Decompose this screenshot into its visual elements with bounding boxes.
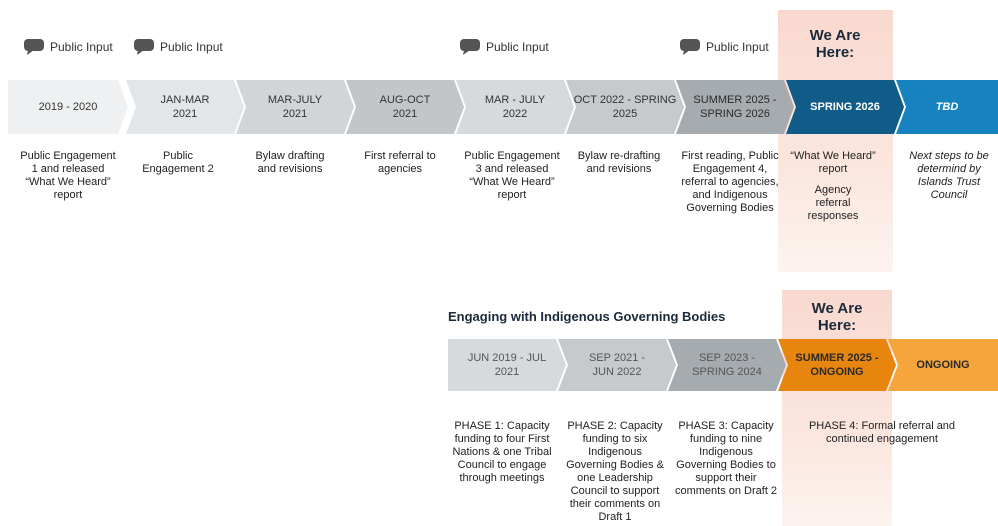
timeline-stage-mar-july-2022: MAR - JULY 2022 — [456, 80, 574, 134]
we-are-here-label-top: We Are Here: — [809, 27, 861, 61]
timeline-stage-2019-2020: 2019 - 2020 — [8, 80, 128, 134]
timeline-stage-spring-2026: SPRING 2026 — [786, 80, 904, 134]
stage-period: SEP 2021 - JUN 2022 — [588, 352, 646, 378]
stage-period: SPRING 2026 — [810, 101, 880, 113]
stage-period: JUN 2019 - JUL 2021 — [467, 352, 547, 378]
timeline-stage-jan-mar-2021: JAN-MAR 2021 — [126, 80, 244, 134]
section-title: Engaging with Indigenous Governing Bodie… — [448, 309, 726, 324]
phase-stage-sep-2021-jun-2022: SEP 2021 - JUN 2022 — [558, 339, 676, 391]
public-input-label: Public Input — [706, 40, 769, 54]
stage-period: TBD — [935, 101, 959, 113]
speech-bubble-icon — [680, 39, 700, 55]
stage-description: Public Engagement 3 and released “What W… — [464, 150, 560, 201]
stage-description: Next steps to be determind by Islands Tr… — [909, 150, 989, 201]
speech-bubble-icon — [460, 39, 480, 55]
public-input-label: Public Input — [50, 40, 113, 54]
phase-stage-ongoing: ONGOING — [888, 339, 998, 391]
stage-period: MAR-JULY 2021 — [267, 94, 323, 120]
public-input-tag: Public Input — [134, 38, 223, 56]
stage-period: SUMMER 2025 - ONGOING — [795, 352, 879, 378]
stage-description-secondary: Agency referral responses — [807, 184, 859, 222]
stage-description: First reading, Public Engagement 4, refe… — [681, 150, 779, 214]
phase-description: PHASE 2: Capacity funding to six Indigen… — [566, 420, 664, 523]
phase-stage-sep-2023-spring-2024: SEP 2023 - SPRING 2024 — [668, 339, 786, 391]
stage-period: MAR - JULY 2022 — [484, 94, 546, 120]
stage-description: “What We Heard” report — [790, 150, 876, 175]
stage-description: Bylaw re-drafting and revisions — [577, 150, 661, 175]
stage-period: OCT 2022 - SPRING 2025 — [573, 94, 677, 120]
stage-period: SUMMER 2025 - SPRING 2026 — [693, 94, 777, 120]
public-input-label: Public Input — [486, 40, 549, 54]
stage-description: Bylaw drafting and revisions — [255, 150, 325, 175]
timeline-stage-summer-2025-spring-2026: SUMMER 2025 - SPRING 2026 — [676, 80, 794, 134]
timeline-stage-oct-2022-spring-2025: OCT 2022 - SPRING 2025 — [566, 80, 684, 134]
stage-description: Public Engagement 1 and released “What W… — [20, 150, 116, 201]
timeline-stage-tbd: TBD — [896, 80, 998, 134]
phase-stage-jun-2019-jul-2021: JUN 2019 - JUL 2021 — [448, 339, 566, 391]
stage-description: Public Engagement 2 — [142, 150, 214, 175]
stage-period: ONGOING — [916, 359, 970, 371]
stage-description: First referral to agencies — [364, 150, 436, 175]
speech-bubble-icon — [134, 39, 154, 55]
public-input-tag: Public Input — [680, 38, 769, 56]
phase-stage-summer-2025-ongoing: SUMMER 2025 - ONGOING — [778, 339, 896, 391]
we-are-here-highlight-bottom — [782, 290, 892, 526]
timeline-stage-aug-oct-2021: AUG-OCT 2021 — [346, 80, 464, 134]
phase-description: PHASE 1: Capacity funding to four First … — [452, 420, 552, 484]
stage-period: AUG-OCT 2021 — [379, 94, 431, 120]
speech-bubble-icon — [24, 39, 44, 55]
stage-period: 2019 - 2020 — [38, 101, 98, 113]
public-input-tag: Public Input — [24, 38, 113, 56]
we-are-here-label-bottom: We Are Here: — [811, 300, 863, 334]
stage-period: JAN-MAR 2021 — [160, 94, 210, 120]
we-are-here-highlight-top — [778, 10, 893, 272]
stage-period: SEP 2023 - SPRING 2024 — [692, 352, 762, 378]
public-input-tag: Public Input — [460, 38, 549, 56]
phase-description: PHASE 3: Capacity funding to nine Indige… — [674, 420, 778, 497]
timeline-stage-mar-july-2021: MAR-JULY 2021 — [236, 80, 354, 134]
public-input-label: Public Input — [160, 40, 223, 54]
phase-description: PHASE 4: Formal referral and continued e… — [808, 420, 956, 445]
